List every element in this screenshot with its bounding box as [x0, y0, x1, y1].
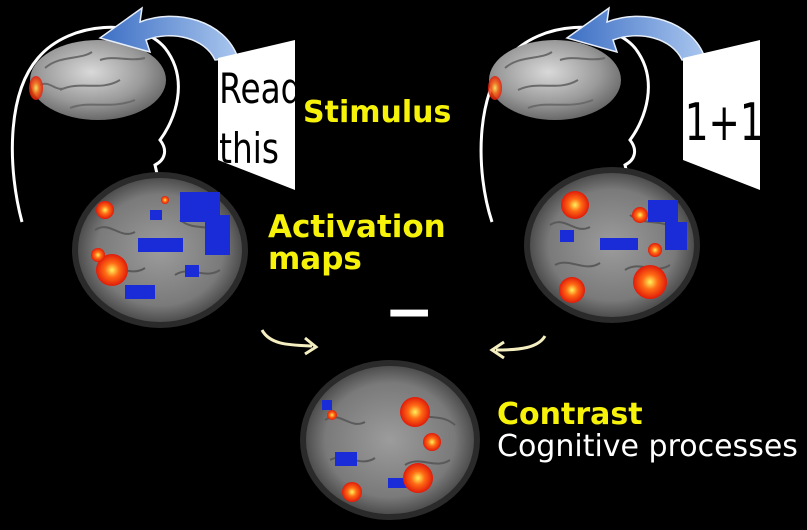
head-outline-icon — [479, 25, 650, 223]
activation-maps-label-line1: Activation — [268, 209, 446, 245]
activation-maps-label-line2: maps — [268, 241, 362, 277]
stimulus-card-right: 1+1 — [683, 40, 764, 190]
card-right-text: 1+1 — [685, 92, 764, 153]
card-left-line1: Read — [219, 64, 301, 113]
left-head — [10, 6, 240, 223]
stimulus-label: Stimulus — [303, 95, 452, 130]
stimulus-card-left: Read this — [218, 40, 301, 190]
contrast-arrow-right — [489, 335, 547, 360]
activation-cold-clusters — [560, 200, 687, 250]
brain-slice-icon — [72, 172, 248, 328]
right-head — [479, 6, 707, 223]
head-outline-icon — [10, 25, 180, 223]
activation-hot-clusters — [559, 191, 667, 303]
contrast-arrow-left — [260, 329, 319, 356]
curved-arrow-icon — [565, 6, 707, 61]
activation-cold-clusters — [322, 400, 408, 488]
brain-slice-icon — [524, 167, 700, 323]
activation-hot-clusters — [327, 397, 441, 502]
brain-icon — [29, 40, 166, 120]
contrast-label: Contrast — [497, 397, 643, 432]
activation-cold-clusters — [125, 192, 230, 299]
minus-sign: − — [384, 277, 435, 347]
brain-icon — [488, 40, 621, 120]
brain-slice-icon — [300, 360, 480, 520]
curved-arrow-icon — [98, 6, 240, 61]
card-left-line2: this — [219, 124, 279, 173]
activation-hot-clusters — [91, 196, 169, 286]
cognitive-processes-label: Cognitive processes — [497, 429, 798, 464]
